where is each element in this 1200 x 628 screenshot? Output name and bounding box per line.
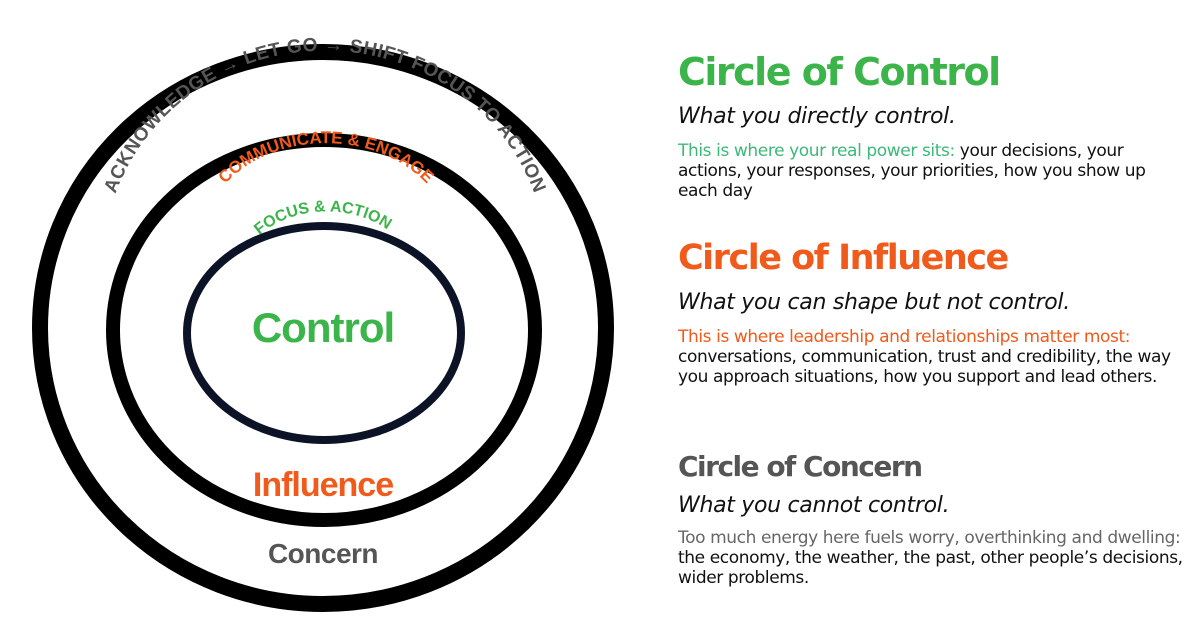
svg-text:COMMUNICATE & ENGAGE: COMMUNICATE & ENGAGE xyxy=(214,128,437,187)
concentric-circles-diagram: ACKNOWLEDGE → LET GO → SHIFT FOCUS TO AC… xyxy=(32,34,614,612)
influence-lead: This is where leadership and relationshi… xyxy=(678,327,1131,347)
control-label: Control xyxy=(252,304,394,351)
control-subtitle: What you directly control. xyxy=(678,104,956,129)
control-lead: This is where your real power sits: xyxy=(678,141,955,161)
middle-arc-text: COMMUNICATE & ENGAGE xyxy=(214,128,437,187)
concern-label: Concern xyxy=(268,538,378,569)
concern-description: Too much energy here fuels worry, overth… xyxy=(678,528,1188,588)
concern-body: the economy, the weather, the past, othe… xyxy=(678,548,1183,588)
control-section: Circle of Control What you directly cont… xyxy=(678,50,1188,201)
influence-body: conversations, communication, trust and … xyxy=(678,347,1171,387)
concern-circle xyxy=(32,44,614,612)
concern-title: Circle of Concern xyxy=(678,450,923,483)
influence-title: Circle of Influence xyxy=(678,238,1009,278)
concern-lead: Too much energy here fuels worry, overth… xyxy=(678,528,1181,548)
control-description: This is where your real power sits: your… xyxy=(678,141,1188,201)
influence-circle xyxy=(106,133,542,527)
control-title: Circle of Control xyxy=(678,50,1001,94)
influence-subtitle: What you can shape but not control. xyxy=(678,290,1070,315)
influence-section: Circle of Influence What you can shape b… xyxy=(678,238,1188,387)
influence-description: This is where leadership and relationshi… xyxy=(678,327,1188,387)
concern-subtitle: What you cannot control. xyxy=(678,493,950,518)
control-body: your decisions, your actions, your respo… xyxy=(678,141,1146,201)
influence-label: Influence xyxy=(253,466,393,504)
concern-section: Circle of Concern What you cannot contro… xyxy=(678,450,1188,588)
control-circle xyxy=(183,222,465,444)
